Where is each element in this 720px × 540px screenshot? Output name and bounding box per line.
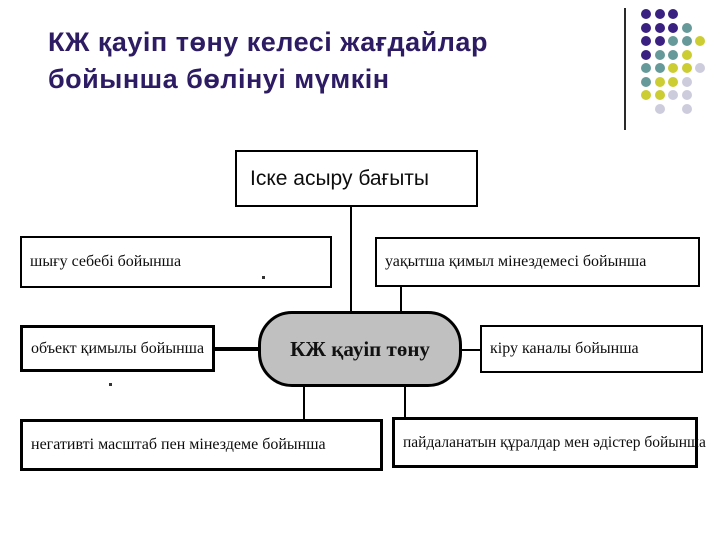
decor-dot xyxy=(668,9,678,19)
decor-dot xyxy=(654,9,665,19)
decor-dot xyxy=(681,49,692,60)
decor-dot xyxy=(681,63,692,73)
decor-dot xyxy=(654,36,665,46)
decor-dot xyxy=(681,22,692,33)
decor-dot xyxy=(641,36,651,46)
connector-direction-to-node xyxy=(350,207,352,312)
box-temporal-label: уақытша қимыл мінездемесі бойынша xyxy=(385,253,647,270)
decor-dot xyxy=(681,90,692,100)
decor-dot xyxy=(641,76,651,87)
decor-dot xyxy=(654,63,665,73)
decor-dot xyxy=(641,9,651,19)
connector-node-to-negative xyxy=(303,386,305,419)
connector-temporal-to-node xyxy=(400,287,402,312)
slide-title-line2: бойынша бөлінуі мүмкін xyxy=(48,64,390,94)
decor-dot xyxy=(641,49,651,60)
scan-artifact-dot xyxy=(262,276,265,279)
decor-dot xyxy=(668,76,678,87)
box-reason: шығу себебі бойынша xyxy=(20,236,332,288)
decor-dot xyxy=(681,103,692,114)
decor-dot xyxy=(654,103,665,114)
decor-dot xyxy=(668,49,678,60)
center-node: КЖ қауіп төну xyxy=(258,311,462,387)
decor-separator-line xyxy=(624,8,626,130)
box-reason-label: шығу себебі бойынша xyxy=(30,253,182,270)
box-temporal: уақытша қимыл мінездемесі бойынша xyxy=(375,237,700,287)
decor-dot xyxy=(668,36,678,46)
box-direction: Іске асыру бағыты xyxy=(235,150,478,207)
box-object-label: объект қимылы бойынша xyxy=(31,339,205,357)
decor-dot xyxy=(641,90,651,100)
box-negative-label: негативті масштаб пен мінездеме бойынша xyxy=(31,436,326,453)
decor-dot xyxy=(681,76,692,87)
scan-artifact-dot xyxy=(109,383,112,386)
decor-dot xyxy=(681,36,692,46)
box-channel-label: кіру каналы бойынша xyxy=(490,340,639,357)
slide-title: КЖ қауіп төну келесі жағдайлар бойынша б… xyxy=(48,24,628,98)
box-channel: кіру каналы бойынша xyxy=(480,325,703,373)
decor-dot xyxy=(668,90,678,100)
connector-object-to-node xyxy=(215,347,258,351)
box-tools-label: пайдаланатын құралдар мен әдістер бойынш… xyxy=(403,433,706,451)
box-direction-label: Іске асыру бағыты xyxy=(250,166,430,190)
box-tools: пайдаланатын құралдар мен әдістер бойынш… xyxy=(392,417,706,468)
decor-dot xyxy=(654,22,665,33)
decor-dot xyxy=(641,22,651,33)
center-node-label: КЖ қауіп төну xyxy=(290,336,430,361)
slide-title-line1: КЖ қауіп төну келесі жағдайлар xyxy=(48,27,488,57)
decor-dot xyxy=(668,22,678,33)
box-object: объект қимылы бойынша xyxy=(20,325,215,372)
connector-node-to-channel xyxy=(461,349,480,351)
decor-dots-pattern xyxy=(641,9,711,124)
decor-dot xyxy=(641,63,651,73)
decor-dot xyxy=(654,90,665,100)
decor-dot xyxy=(668,63,678,73)
decor-dot xyxy=(695,36,705,46)
connector-node-to-tools xyxy=(404,386,406,417)
decor-dot xyxy=(695,63,705,73)
decor-dot xyxy=(654,76,665,87)
box-negative: негативті масштаб пен мінездеме бойынша xyxy=(20,419,383,471)
decor-dot xyxy=(654,49,665,60)
